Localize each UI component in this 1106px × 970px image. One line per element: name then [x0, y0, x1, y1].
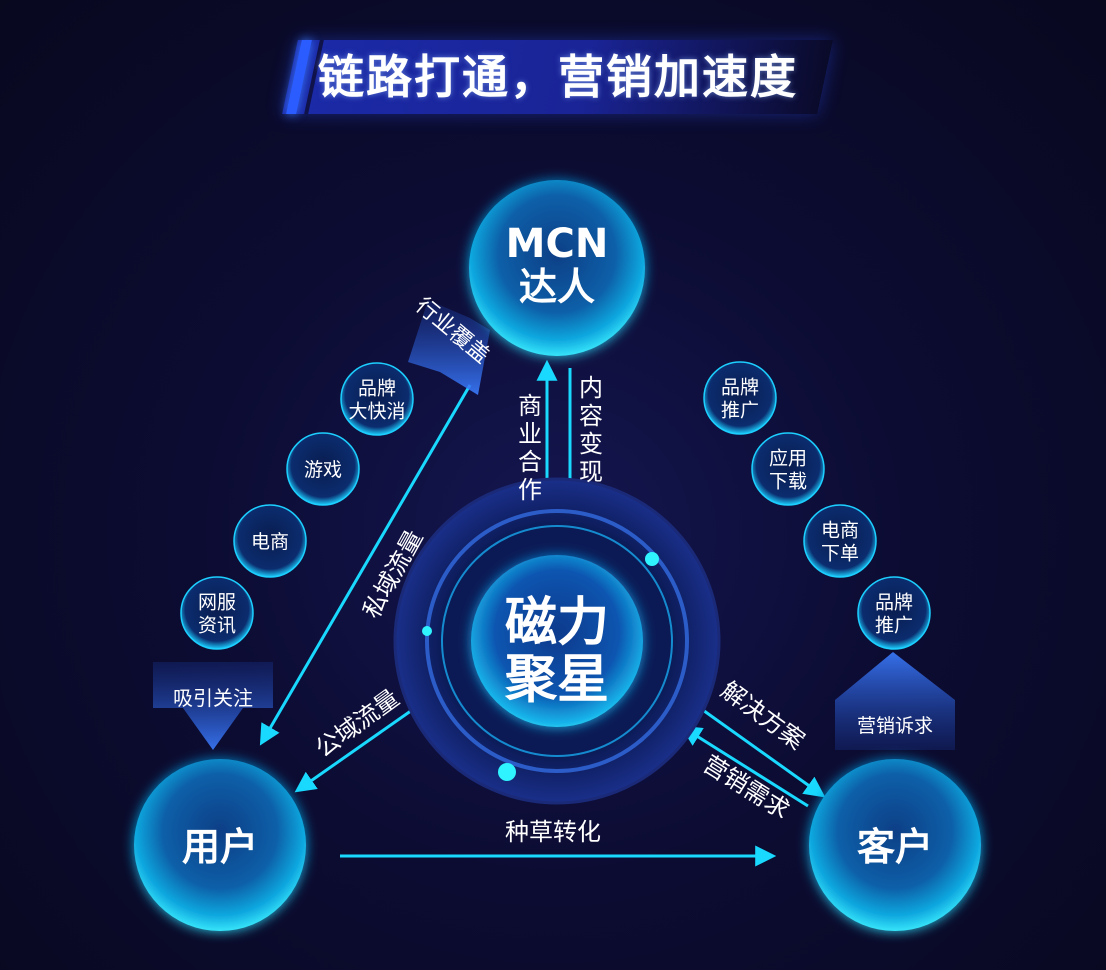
tag-bubble	[340, 362, 414, 436]
tag-bubble	[751, 432, 825, 506]
node-left-circle	[134, 759, 306, 931]
business-coop-char: 合	[518, 448, 542, 476]
tag-label: 下载	[769, 471, 807, 493]
tag-bubble	[180, 576, 254, 650]
content-monetize-char: 现	[579, 458, 603, 486]
marketing-demand-line	[680, 725, 809, 808]
business-coop-char: 商	[518, 392, 542, 420]
tag-label: 品牌	[875, 592, 913, 614]
tag-bubble	[233, 504, 307, 578]
label-marketing-appeal: 营销诉求	[857, 715, 933, 737]
node-top-line2: 达人	[519, 265, 595, 309]
business-coop-char: 业	[518, 420, 542, 448]
content-monetize-char: 变	[579, 430, 603, 458]
label-solution: 解决方案	[716, 676, 810, 755]
tag-label: 品牌	[721, 377, 759, 399]
node-right-circle	[809, 759, 981, 931]
tag-label: 品牌	[358, 378, 396, 400]
appeal-arrow-icon	[835, 652, 955, 750]
tag-label: 推广	[875, 615, 913, 637]
tag-label: 电商	[251, 531, 289, 553]
label-content-monetize: 内 容 变 现	[579, 374, 603, 486]
node-center-line2: 聚星	[504, 650, 609, 710]
private-traffic-line	[259, 384, 472, 746]
tag-label: 下单	[821, 543, 859, 565]
tag-label: 推广	[721, 400, 759, 422]
tag-bubble	[703, 361, 777, 435]
content-monetize-char: 内	[579, 374, 603, 402]
tag-label: 资讯	[198, 615, 236, 637]
page-title: 链路打通，营销加速度	[318, 50, 798, 104]
business-coop-char: 作	[518, 476, 542, 504]
label-seeding: 种草转化	[505, 818, 601, 846]
content-monetize-char: 容	[579, 402, 603, 430]
node-top-line1: MCN	[506, 221, 609, 267]
node-left-label: 用户	[182, 825, 258, 869]
tag-label: 网服	[198, 592, 236, 614]
solution-line	[699, 706, 826, 798]
tag-label: 应用	[769, 448, 807, 470]
tag-label: 大快消	[348, 401, 405, 423]
node-right-label: 客户	[857, 825, 933, 869]
public-traffic-line	[294, 706, 416, 793]
tag-label: 游戏	[304, 459, 342, 481]
attract-arrow-icon	[153, 662, 273, 750]
tag-bubble	[857, 576, 931, 650]
connector-lines	[259, 359, 826, 867]
tag-bubble	[803, 504, 877, 578]
center-node	[393, 477, 721, 805]
label-attract: 吸引关注	[173, 686, 253, 710]
tag-label: 电商	[821, 520, 859, 542]
node-center-line1: 磁力	[505, 593, 609, 653]
tag-bubble	[286, 432, 360, 506]
label-business-coop: 商 业 合 作	[518, 392, 542, 504]
node-top-circle	[469, 180, 645, 356]
industry-arrow-icon	[408, 300, 490, 395]
